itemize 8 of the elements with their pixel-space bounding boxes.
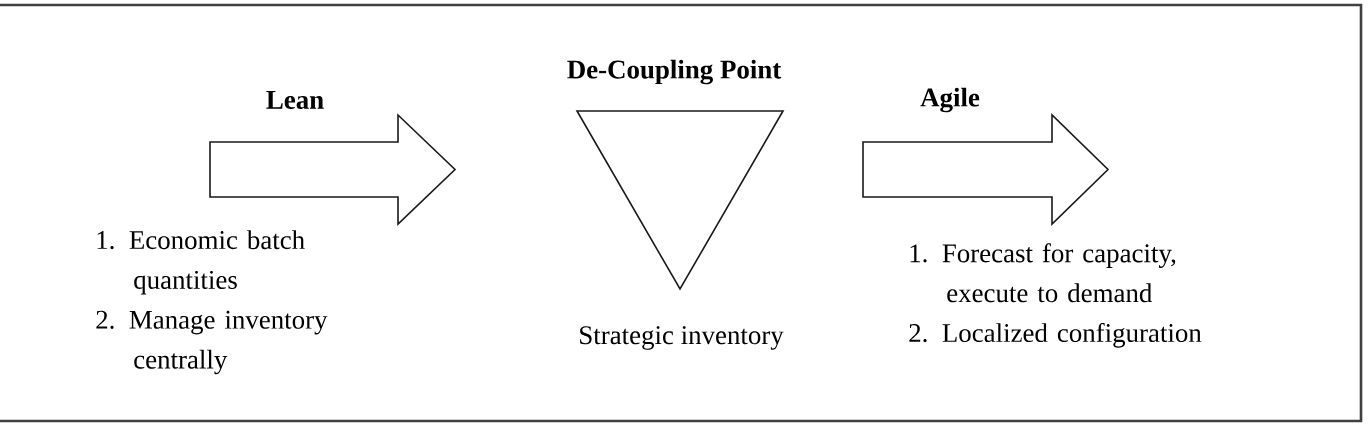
node-label: Strategic inventory <box>580 326 784 350</box>
heading: Agile <box>920 87 980 113</box>
list-item: 1. Forecast for capacity, execute to demand <box>910 243 1176 303</box>
heading: Lean <box>266 91 324 109</box>
list-item: 2. Localized configuration <box>909 322 1202 348</box>
list-item: 2. Manage inventory centrally <box>96 310 328 375</box>
list-item: 1. Economic batch quantities <box>97 230 305 295</box>
heading: De-Coupling Point <box>567 59 782 85</box>
